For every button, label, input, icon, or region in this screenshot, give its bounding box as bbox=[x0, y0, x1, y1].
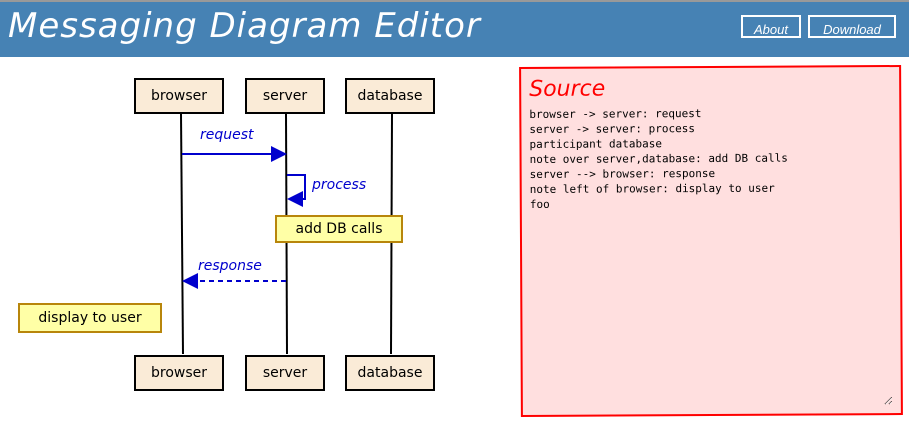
browser-lifeline bbox=[180, 113, 184, 355]
source-panel: Source bbox=[519, 65, 903, 417]
actor-server-bottom: server bbox=[245, 355, 325, 391]
note-display-to-user: display to user bbox=[18, 303, 162, 333]
actor-browser-bottom: browser bbox=[134, 355, 224, 391]
actor-database-top: database bbox=[345, 78, 435, 114]
request-label: request bbox=[200, 127, 254, 143]
sequence-diagram: browser server database request process … bbox=[0, 57, 510, 422]
actor-browser-top: browser bbox=[134, 78, 224, 114]
about-button[interactable]: About bbox=[741, 15, 801, 38]
header: Messaging Diagram Editor About Download bbox=[0, 0, 909, 57]
source-editor[interactable] bbox=[529, 105, 893, 407]
download-button[interactable]: Download bbox=[808, 15, 896, 38]
source-title: Source bbox=[529, 76, 606, 102]
note-db-calls: add DB calls bbox=[275, 215, 403, 243]
actor-database-bottom: database bbox=[345, 355, 435, 391]
app-title: Messaging Diagram Editor bbox=[8, 6, 481, 46]
actor-server-top: server bbox=[245, 78, 325, 114]
process-arrow bbox=[287, 174, 306, 207]
process-label: process bbox=[312, 177, 367, 193]
response-label: response bbox=[198, 258, 262, 274]
